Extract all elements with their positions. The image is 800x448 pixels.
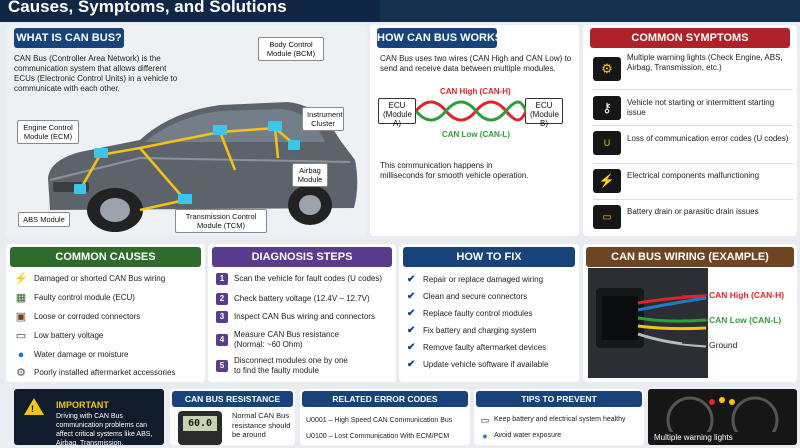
what-is-header: WHAT IS CAN BUS? [14,28,124,48]
wiring-ground: Ground [709,340,738,350]
label-bcm: Body Control Module (BCM) [258,37,324,61]
fix-item: ✔Replace faulty control modules [407,308,533,319]
fix-item: ✔Fix battery and charging system [407,325,537,336]
multimeter-display: 60.0 [183,416,217,431]
connector-wiring-photo [588,268,708,378]
cause-1: ⚡Damaged or shorted CAN Bus wiring [14,273,166,285]
cause-3: ▣Loose or corroded connectors [15,311,141,323]
wiring-can-high: CAN High (CAN-H) [709,290,785,300]
label-tcm: Transmission Control Module (TCM) [175,209,267,233]
how-body: CAN Bus uses two wires (CAN High and CAN… [380,54,572,73]
wiring-can-low: CAN Low (CAN-L) [709,315,782,325]
divider [593,89,793,90]
what-is-body: CAN Bus (Controller Area Network) is the… [14,54,178,93]
symptom-3: Loss of communication error codes (U cod… [627,134,789,143]
diagnosis-panel [208,244,396,382]
symptom-4: Electrical components malfunctioning [627,171,760,180]
cause-6: ⚙Poorly installed aftermarket accessorie… [14,366,175,380]
how-panel [370,25,579,236]
battery-icon: ▭ [480,415,490,425]
causes-header: COMMON CAUSES [10,247,201,267]
symptom-5: Battery drain or parasitic drain issues [627,207,759,216]
wiring-header: CAN BUS WIRING (EXAMPLE) [586,247,794,267]
how-footer: This communication happens in millisecon… [380,161,529,180]
tip-item: ●Avoid water exposure [480,429,561,443]
battery-icon: ▭ [15,330,27,342]
resistance-body: Normal CAN Bus resistance should be arou… [232,411,291,439]
twisted-pair-diagram [416,100,526,122]
symptom-2: Vehicle not starting or intermittent sta… [627,98,775,117]
resistance-header: CAN BUS RESISTANCE [172,391,293,407]
battery-icon: ▭ [593,205,621,229]
cause-4: ▭Low battery voltage [15,330,104,342]
code-item: U0100 – Lost Communication With ECM/PCM [306,433,450,440]
how-header: HOW CAN BUS WORKS [377,28,502,48]
water-drop-icon: ● [482,431,488,441]
wiring-pointers [681,294,709,346]
title-bar: Causes, Symptoms, and Solutions [0,0,800,22]
broken-wire-icon: ⚡ [14,273,28,285]
diagnosis-header: DIAGNOSIS STEPS [212,247,392,267]
divider [593,199,793,200]
key-icon: ⚷ [593,96,621,120]
title-bar-accent [380,0,800,22]
label-instrument-cluster: Instrument Cluster [302,107,344,131]
codes-header: RELATED ERROR CODES [302,391,468,407]
lightning-icon: ⚡ [593,169,621,193]
water-drop-icon: ● [17,349,25,361]
gauge-cluster [666,396,779,432]
check-icon: ✔ [407,308,416,319]
fix-panel [399,244,579,382]
fix-item: ✔Clean and secure connectors [407,291,528,302]
symptom-1: Multiple warning lights (Check Engine, A… [627,53,783,72]
code-item: U0001 – High Speed CAN Communication Bus [306,417,453,424]
fix-item: ✔Update vehicle software if available [407,359,549,370]
page-title: Causes, Symptoms, and Solutions [8,0,287,16]
check-icon: ✔ [407,342,416,353]
gear-icon: ⚙ [16,367,26,379]
check-icon: ✔ [407,325,416,336]
symptoms-header: COMMON SYMPTOMS [590,28,790,48]
check-icon: ✔ [407,359,416,370]
can-low-label: CAN Low (CAN-L) [442,130,510,139]
ecu-module-a: ECU (Module A) [378,98,416,128]
cause-2: ▦Faulty control module (ECU) [15,292,135,304]
engine-warning-icon: ⚙ [593,57,621,81]
cause-5: ●Water damage or moisture [14,348,129,362]
dashboard-caption: Multiple warning lights [654,433,733,442]
important-title: IMPORTANT [56,400,109,410]
tips-header: TIPS TO PREVENT [476,391,642,407]
label-abs: ABS Module [18,212,70,227]
check-icon: ✔ [407,291,416,302]
connector-icon: ▣ [15,311,27,323]
divider [593,163,793,164]
error-code-icon: U [593,131,621,155]
warning-icon [24,398,44,415]
tip-item: ▭Keep battery and electrical system heal… [480,415,626,425]
important-body: Driving with CAN Bus communication probl… [56,413,153,447]
fix-item: ✔Repair or replace damaged wiring [407,274,544,285]
label-ecm: Engine Control Module (ECM) [17,120,79,144]
can-high-label: CAN High (CAN-H) [440,87,511,96]
label-airbag: Airbag Module [292,163,328,187]
warning-mark: ! [31,404,34,414]
causes-panel [6,244,205,382]
check-icon: ✔ [407,274,416,285]
car-illustration [48,102,358,232]
divider [593,125,793,126]
ecu-module-b: ECU (Module B) [525,98,563,128]
fix-header: HOW TO FIX [403,247,575,267]
fix-item: ✔Remove faulty aftermarket devices [407,342,547,353]
ecu-icon: ▦ [15,292,27,304]
